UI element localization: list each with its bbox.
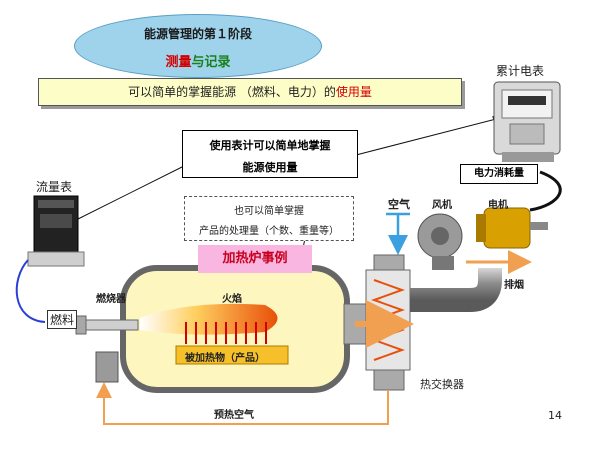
furnace-body xyxy=(75,265,350,393)
page-subtitle: 测量与记录 xyxy=(75,51,321,70)
page-number: 14 xyxy=(548,409,562,422)
motor-icon xyxy=(476,207,548,249)
power-consumption-label: 电力消耗量 xyxy=(460,164,538,184)
furnace-case-label: 加热炉事例 xyxy=(198,245,312,273)
flow-meter-label: 流量表 xyxy=(36,180,73,194)
arrow-to-flowmeter xyxy=(69,165,185,224)
callout-product: 也可以简单掌握 产品的处理量（个数、重量等） xyxy=(184,196,354,241)
fan-label: 风机 xyxy=(432,200,452,211)
callout-line1: 使用表计可以简单地掌握 xyxy=(209,139,331,152)
fuel-line xyxy=(15,259,46,323)
fan-icon xyxy=(417,213,463,270)
subtitle-record: 与记录 xyxy=(191,55,231,70)
heat-exchanger-label: 热交换器 xyxy=(420,378,464,391)
chimney-pipe xyxy=(410,268,502,312)
banner-text: 可以简单的掌握能源 （燃料、电力）的 xyxy=(128,85,336,99)
burner-label: 燃烧器 xyxy=(96,294,126,305)
exhaust-label: 排烟 xyxy=(504,280,524,291)
preheat-air-loop xyxy=(96,382,389,425)
power-cable xyxy=(529,170,562,212)
summary-banner: 可以简单的掌握能源 （燃料、电力）的使用量 xyxy=(38,78,462,106)
callout-meter-usage: 使用表计可以简单地掌握 能源使用量 xyxy=(182,130,358,178)
preheat-air-label: 预热空气 xyxy=(214,410,254,421)
callout-product-line2: 产品的处理量（个数、重量等） xyxy=(199,226,339,237)
title-ellipse: 能源管理的第１阶段 测量与记录 xyxy=(74,14,322,78)
flow-meter-icon xyxy=(27,195,85,267)
motor-label: 电机 xyxy=(488,200,508,211)
page-title: 能源管理的第１阶段 xyxy=(143,27,252,41)
arrow-to-elecmeter xyxy=(355,115,501,156)
callout-line2: 能源使用量 xyxy=(242,161,298,174)
flame-shape xyxy=(140,303,278,335)
cumulative-meter-label: 累计电表 xyxy=(496,64,545,78)
flame-label: 火焰 xyxy=(222,294,242,305)
product-label: 被加热物（产品） xyxy=(185,353,265,364)
callout-product-line1: 也可以简单掌握 xyxy=(234,206,304,217)
fuel-label: 燃料 xyxy=(47,310,78,329)
subtitle-measure: 测量 xyxy=(165,55,192,70)
air-label: 空气 xyxy=(388,198,410,211)
electricity-meter-icon xyxy=(493,81,561,162)
banner-highlight: 使用量 xyxy=(335,85,372,99)
